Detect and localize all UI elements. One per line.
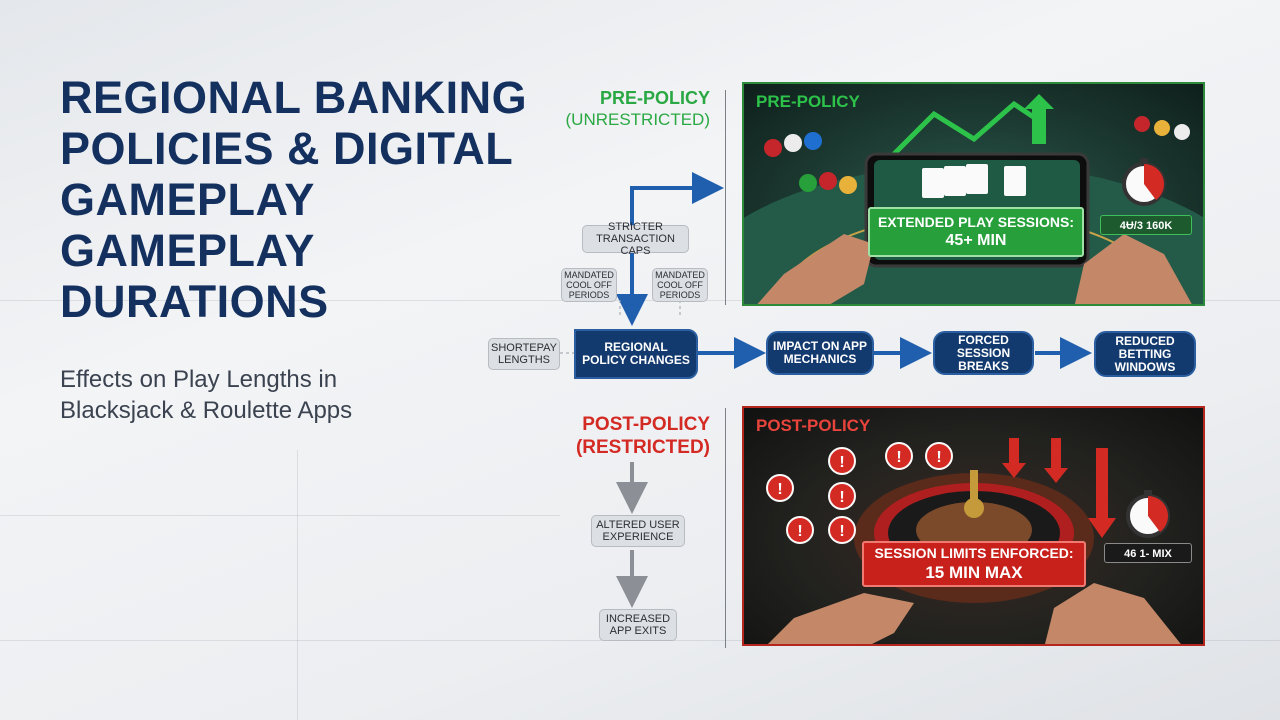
box-line: PERIODS	[659, 290, 701, 300]
box-line: COOL OFF	[566, 280, 612, 290]
title-line: DURATIONS	[60, 276, 329, 327]
page-title: REGIONAL BANKING POLICIES & DIGITAL GAME…	[60, 72, 560, 327]
growth-trend-line	[892, 100, 1046, 156]
box-line: BREAKS	[958, 358, 1009, 373]
title-line: POLICIES & DIGITAL	[60, 123, 514, 174]
post-policy-panel: !!! !!!! POST-POLICY	[742, 406, 1205, 646]
roulette-table-illustration: !!! !!!!	[766, 438, 1181, 644]
pre-policy-panel: PRE-POLICY	[742, 82, 1205, 306]
box-line: TRANSACTION CAPS	[596, 233, 675, 257]
extended-play-banner: EXTENDED PLAY SESSIONS: 45+ MIN	[868, 207, 1084, 257]
box-line: MANDATED	[655, 270, 705, 280]
section-divider	[725, 408, 726, 648]
pre-policy-timer-tag: 4Ʉ/3 160K	[1100, 215, 1192, 235]
blackjack-table-illustration	[744, 94, 1203, 304]
box-line: MECHANICS	[783, 352, 857, 366]
svg-text:!: !	[839, 454, 844, 471]
box-line: IMPACT ON APP	[772, 339, 867, 353]
pre-policy-label-line: PRE-POLICY	[599, 88, 710, 108]
post-policy-timer-tag: 46 1- MIX	[1104, 543, 1192, 563]
section-divider	[725, 90, 726, 305]
box-line: LENGTHS	[498, 354, 550, 366]
svg-text:!: !	[936, 449, 941, 466]
pre-policy-label-line: (UNRESTRICTED)	[565, 110, 711, 129]
svg-text:!: !	[896, 449, 901, 466]
warning-icon	[786, 516, 814, 544]
banner-line: 45+ MIN	[945, 232, 1007, 249]
pre-policy-label: PRE-POLICY (UNRESTRICTED)	[560, 88, 711, 130]
box-line: BETTING	[1118, 346, 1172, 361]
svg-text:!: !	[839, 523, 844, 540]
warning-icon	[925, 442, 953, 470]
box-line: REGIONAL	[604, 340, 668, 354]
box-line: PERIODS	[568, 290, 610, 300]
post-policy-panel-label: POST-POLICY	[756, 416, 871, 435]
box-line: SHORTEPAY	[490, 342, 558, 354]
banner-line: EXTENDED PLAY SESSIONS:	[877, 214, 1075, 230]
svg-text:!: !	[839, 489, 844, 506]
pre-policy-panel-label: PRE-POLICY	[756, 92, 860, 111]
subtitle-line: Blacksjack & Roulette Apps	[60, 397, 353, 424]
box-line: COOL OFF	[657, 280, 703, 290]
box-line: SESSION	[956, 345, 1011, 360]
svg-text:!: !	[777, 481, 782, 498]
subtitle-line: Effects on Play Lengths in	[60, 366, 338, 393]
warning-icon	[885, 442, 913, 470]
post-policy-label-line: (RESTRICTED)	[575, 437, 710, 458]
title-line: REGIONAL BANKING	[60, 72, 528, 123]
warning-icon	[828, 516, 856, 544]
page-subtitle: Effects on Play Lengths in Blacksjack & …	[60, 364, 460, 426]
title-line: GAMEPLAY	[60, 174, 315, 225]
box-line: EXPERIENCE	[602, 531, 674, 543]
background-gridline	[0, 515, 560, 516]
box-line: STRICTER	[608, 221, 663, 233]
background-gridline	[297, 450, 298, 720]
session-limits-banner: SESSION LIMITS ENFORCED: 15 MIN MAX	[862, 541, 1086, 587]
box-line: REDUCED	[1115, 333, 1175, 348]
box-line: ALTERED USER	[596, 519, 680, 531]
box-line: POLICY CHANGES	[582, 353, 690, 367]
box-line: FORCED	[958, 332, 1009, 347]
post-policy-label-line: POST-POLICY	[582, 414, 710, 435]
svg-text:!: !	[797, 523, 802, 540]
box-line: INCREASED	[605, 613, 671, 625]
banner-line: 15 MIN MAX	[925, 563, 1023, 582]
box-line: MANDATED	[564, 270, 614, 280]
post-policy-label: POST-POLICY (RESTRICTED)	[555, 413, 710, 459]
box-line: APP EXITS	[609, 625, 667, 637]
warning-icon	[828, 482, 856, 510]
warning-icon	[766, 474, 794, 502]
box-line: WINDOWS	[1114, 359, 1176, 374]
title-line: GAMEPLAY	[60, 225, 315, 276]
banner-line: SESSION LIMITS ENFORCED:	[874, 545, 1074, 561]
warning-icon	[828, 447, 856, 475]
